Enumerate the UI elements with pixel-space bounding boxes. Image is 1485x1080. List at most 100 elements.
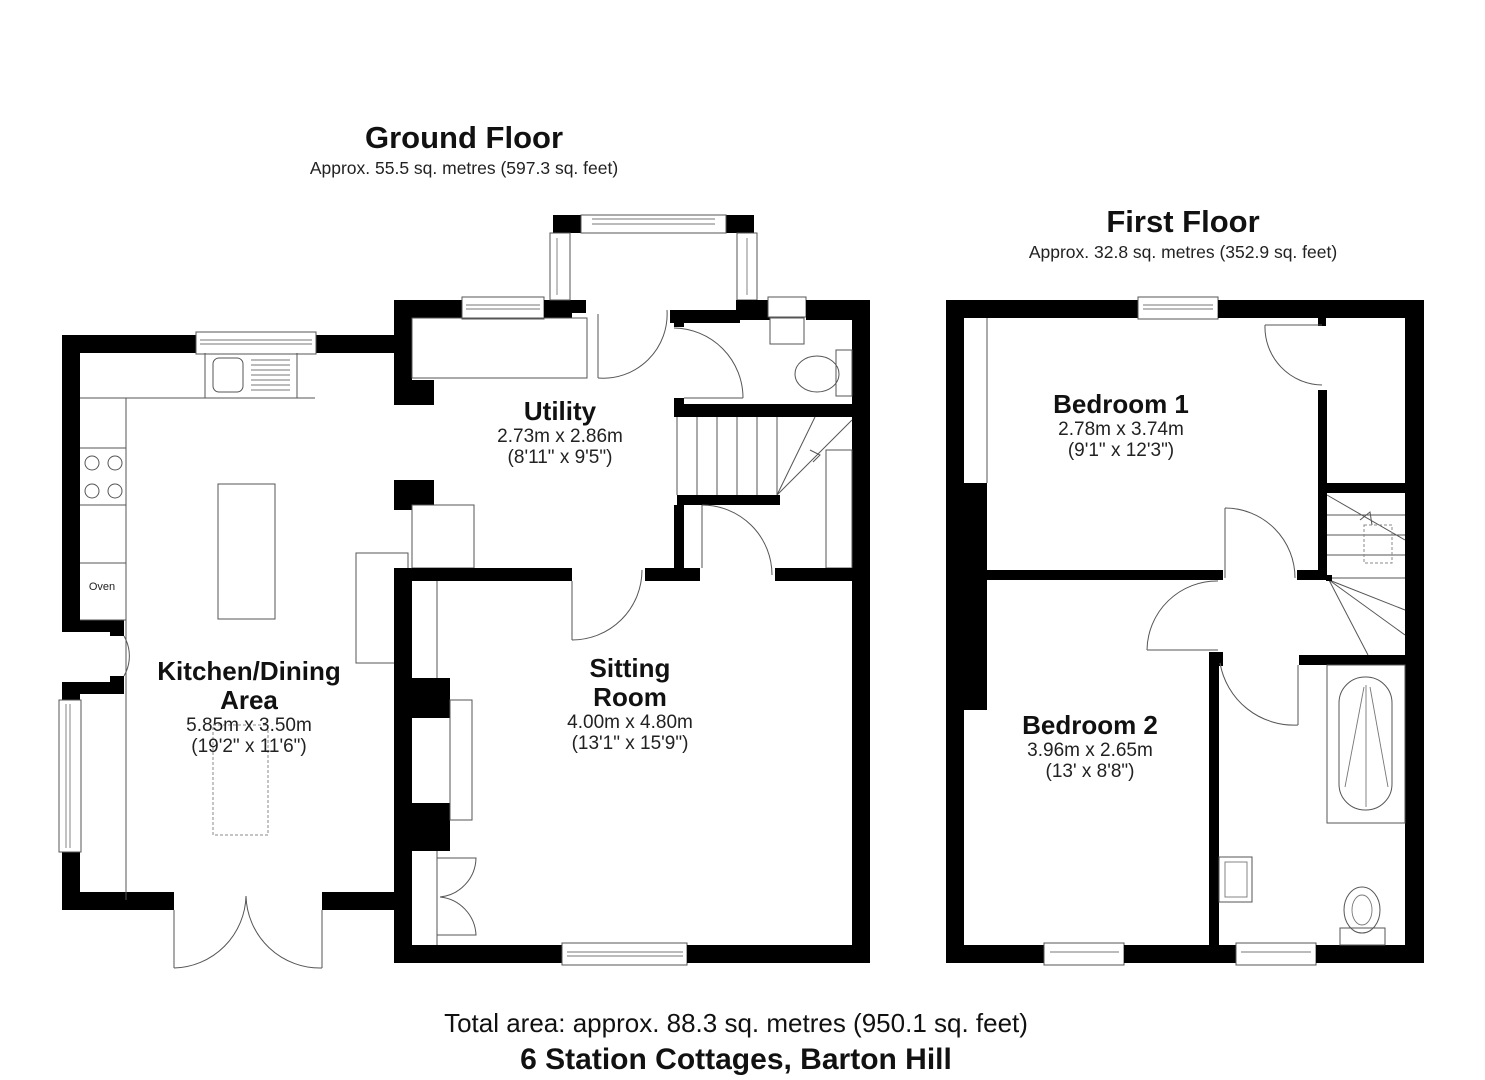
first-floor-title: First Floor: [1106, 204, 1260, 239]
wall: [412, 480, 434, 505]
property-address: 6 Station Cottages, Barton Hill: [520, 1043, 952, 1076]
door-swing: [437, 857, 477, 898]
wall: [946, 300, 964, 963]
room-dimensions-metric: 2.78m x 3.74m: [1058, 419, 1184, 440]
door-swing: [673, 327, 744, 399]
wall: [1318, 390, 1327, 580]
wall: [316, 335, 412, 353]
wall: [412, 380, 434, 405]
post: [1326, 575, 1332, 581]
door-swing: [701, 504, 773, 576]
room-name: Kitchen/Dining: [157, 656, 341, 686]
wall: [1318, 318, 1326, 326]
french-doors: [173, 895, 323, 969]
door-swing: [437, 896, 477, 936]
bath-icon: [1338, 676, 1393, 811]
fireplace: [449, 699, 473, 821]
basin-icon: [1218, 856, 1253, 903]
dining-table-outline: [212, 724, 269, 836]
wall: [946, 300, 1138, 318]
wall: [1209, 652, 1223, 666]
wall: [62, 690, 80, 700]
room-dimensions-imperial: (13'1" x 15'9"): [571, 733, 689, 754]
staircase: [1326, 494, 1406, 656]
wall: [412, 568, 572, 581]
sink-icon: [212, 357, 244, 393]
window: [461, 296, 545, 320]
oven-label: Oven: [88, 581, 116, 593]
wall: [852, 300, 870, 963]
wall: [1297, 570, 1327, 580]
room-name: Bedroom 2: [1022, 710, 1158, 740]
wall: [1299, 655, 1405, 665]
window: [1043, 942, 1125, 966]
ground-floor-title: Ground Floor: [364, 120, 564, 155]
chimney-breast: [412, 803, 450, 851]
first-floor-area: Approx. 32.8 sq. metres (352.9 sq. feet): [1028, 242, 1338, 262]
cistern: [835, 349, 853, 397]
room-name: Bedroom 1: [1053, 389, 1189, 419]
door-swing: [597, 309, 668, 379]
wall: [544, 300, 586, 313]
wall: [62, 620, 124, 632]
wall: [394, 568, 412, 963]
room-name: Utility: [523, 396, 597, 426]
wall: [62, 892, 174, 910]
wc-basin-icon: [769, 317, 805, 345]
wall: [946, 945, 1044, 963]
window: [1235, 942, 1317, 966]
room-dimensions-imperial: (13' x 8'8"): [1045, 761, 1135, 782]
wall: [394, 945, 562, 963]
window: [561, 942, 688, 966]
wall: [322, 892, 410, 910]
room-dimensions-imperial: (8'11" x 9'5"): [507, 447, 613, 468]
wall: [674, 404, 852, 417]
wall: [674, 315, 684, 327]
window: [549, 232, 571, 301]
window: [195, 331, 317, 355]
room-label-bedroom-1: Bedroom 1 2.78m x 3.74m (9'1" x 12'3"): [1053, 389, 1189, 462]
room-name: Room: [593, 682, 667, 712]
wall: [1405, 300, 1424, 963]
wall: [110, 620, 124, 636]
wall: [645, 568, 700, 581]
door-swing: [1264, 324, 1323, 386]
wall: [394, 300, 412, 405]
staircase: [676, 416, 853, 569]
kitchen-island: [217, 483, 276, 620]
wall: [110, 676, 124, 694]
utility-worktop: [411, 317, 588, 379]
wall: [987, 570, 1223, 580]
wall: [677, 495, 780, 505]
cistern: [1339, 927, 1386, 946]
wall: [674, 398, 684, 408]
wall: [670, 310, 740, 323]
toilet-icon: [1343, 886, 1381, 934]
room-label-utility: Utility 2.73m x 2.86m (8'11" x 9'5"): [497, 396, 623, 469]
door-swing: [1224, 507, 1296, 579]
first-floor-plan: [946, 296, 1424, 966]
wall: [62, 682, 124, 694]
wall: [1218, 300, 1424, 318]
toilet-icon: [794, 355, 840, 393]
room-label-kitchen-dining: Kitchen/Dining Area 5.85m x 3.50m (19'2"…: [157, 656, 341, 758]
wall: [553, 215, 581, 233]
room-dimensions-metric: 3.96m x 2.65m: [1027, 740, 1153, 761]
room-name: Sitting: [589, 653, 671, 683]
loft-hatch: [1363, 524, 1393, 564]
ground-floor-area: Approx. 55.5 sq. metres (597.3 sq. feet): [309, 158, 619, 178]
wall: [394, 480, 412, 510]
room-dimensions-imperial: (9'1" x 12'3"): [1067, 440, 1175, 461]
hob-icon: [84, 455, 123, 499]
door-swing: [1146, 580, 1219, 651]
wall: [1327, 483, 1405, 493]
room-name: Area: [220, 685, 278, 715]
wall: [1124, 945, 1236, 963]
total-area: Total area: approx. 88.3 sq. metres (950…: [444, 1008, 1028, 1038]
ground-floor-plan: [58, 214, 870, 969]
door-swing: [123, 635, 130, 677]
wall: [394, 300, 462, 318]
room-dimensions-imperial: (19'2" x 11'6"): [191, 736, 307, 757]
